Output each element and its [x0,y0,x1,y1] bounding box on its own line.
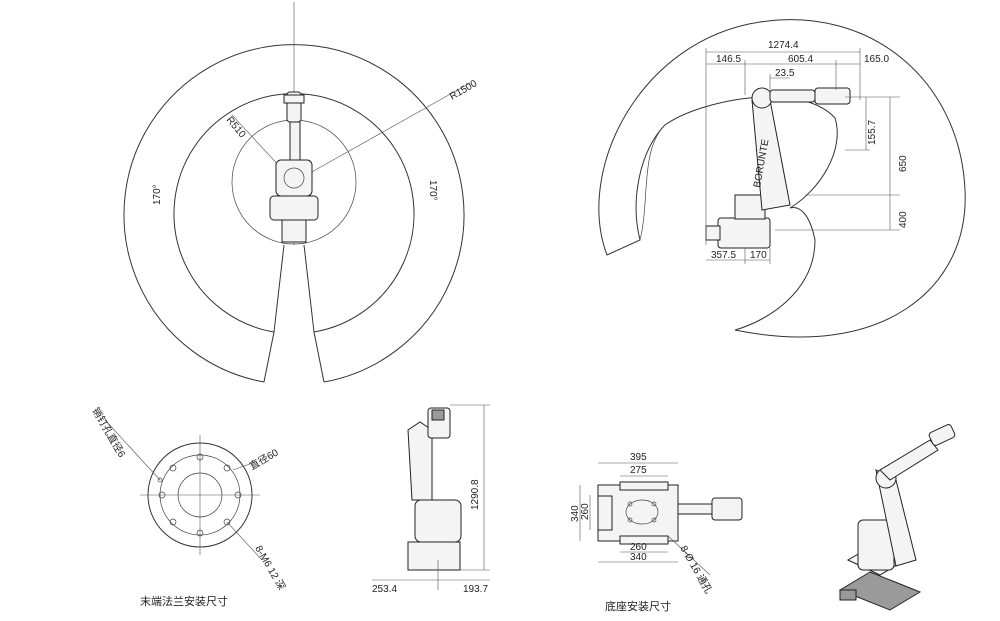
base-w395: 395 [630,452,647,463]
dim-605: 605.4 [788,54,813,65]
flange-thread-note: 8-M6 12 深 [252,544,287,593]
base-h260: 260 [580,503,591,520]
angle-right-label: 170° [427,180,438,201]
base-caption: 底座安装尺寸 [605,599,671,613]
dim-1274: 1274.4 [768,40,799,51]
front-view: 1290.8 253.4 193.7 [372,404,490,595]
side-view-working-range: BORUNTE 1274.4 146.5 605.4 165.0 23.5 15… [598,19,966,338]
angle-left-label: 170° [152,184,163,205]
base-b340: 340 [630,552,647,563]
top-view-working-range: R1500 R510 170° 170° [123,2,479,383]
dim-357: 357.5 [711,250,736,261]
r-inner-label: R510 [224,115,248,141]
dim-400: 400 [898,211,909,228]
dim-170: 170 [750,250,767,261]
flange-mounting: 销钉孔直径6 直径60 8-M6 12 深 末端法兰安装尺寸 [89,405,287,608]
dim-155: 155.7 [867,120,878,145]
front-right: 193.7 [463,584,488,595]
flange-caption: 末端法兰安装尺寸 [140,594,228,608]
dim-165: 165.0 [864,54,889,65]
base-b260: 260 [630,542,647,553]
r-outer-label: R1500 [448,78,479,102]
base-mounting: 395 275 340 260 260 340 8-Ø 16 通孔 底座安装尺寸 [570,452,743,613]
front-height: 1290.8 [470,479,481,510]
base-h340: 340 [570,505,581,522]
front-left: 253.4 [372,584,397,595]
dim-23: 23.5 [775,68,795,79]
flange-hole-note: 销钉孔直径6 [89,405,128,460]
dim-146: 146.5 [716,54,741,65]
dim-650: 650 [898,155,909,172]
isometric-robot [838,424,956,611]
base-hole-note: 8-Ø 16 通孔 [677,544,714,596]
flange-diameter-note: 直径60 [247,446,281,473]
base-w275: 275 [630,465,647,476]
